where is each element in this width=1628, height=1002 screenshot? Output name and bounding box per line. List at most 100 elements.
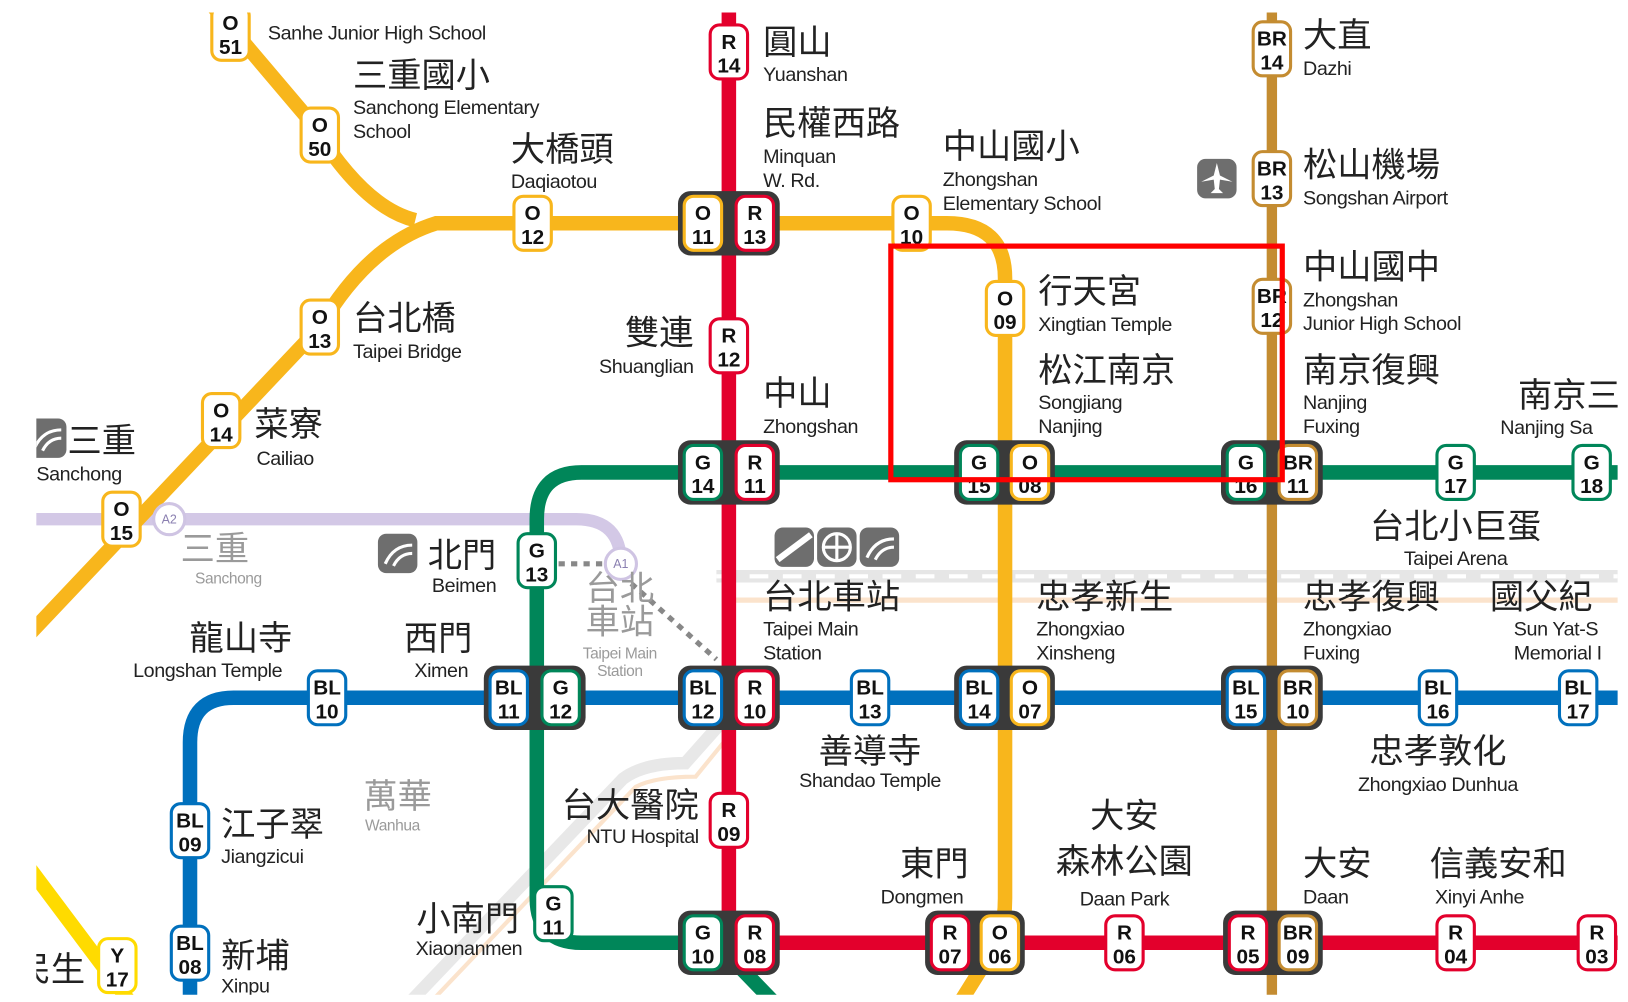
station-code-badge[interactable]: R10 <box>734 669 776 727</box>
station-code-badge[interactable]: G17 <box>1435 443 1476 501</box>
station-code-badge[interactable]: R06 <box>1104 914 1145 972</box>
station-code-badge[interactable]: O50 <box>299 106 341 164</box>
station-code-badge[interactable]: R04 <box>1435 914 1476 972</box>
station-code-badge[interactable]: O11 <box>682 194 724 252</box>
line-code: G <box>1448 451 1464 474</box>
station[interactable]: R03 <box>1576 914 1618 972</box>
station-code-badge[interactable]: G18 <box>1571 443 1612 501</box>
station-name-en: Sanchong Elementary <box>353 97 540 119</box>
station-code-badge[interactable]: O08 <box>1009 443 1051 501</box>
station-code-badge[interactable]: O06 <box>979 914 1021 972</box>
station-code-badge[interactable]: R05 <box>1227 914 1269 972</box>
station-code-badge[interactable]: G16 <box>1225 443 1267 501</box>
station-code-badge[interactable]: G13 <box>516 532 558 590</box>
station-code-badge[interactable]: O12 <box>512 194 553 252</box>
station-name-zh: 南京三 <box>1518 376 1621 416</box>
airport-line-stop[interactable]: A1 <box>603 546 639 581</box>
station-code-badge[interactable]: O51 <box>210 6 251 62</box>
station-name-zh: 大橋頭 <box>511 130 614 170</box>
station-code-badge[interactable]: R14 <box>708 23 750 81</box>
station-code-badge[interactable]: G11 <box>533 885 574 943</box>
station-code-badge[interactable]: G15 <box>958 443 1000 501</box>
station-code-badge[interactable]: R11 <box>734 443 776 501</box>
station-code-badge[interactable]: R08 <box>734 914 776 972</box>
station-code-badge[interactable]: R09 <box>708 791 750 849</box>
station-code-badge[interactable]: G12 <box>540 669 581 727</box>
line-code: O <box>1022 677 1038 700</box>
station-code-badge[interactable]: R12 <box>708 317 750 375</box>
station-code-badge[interactable]: R03 <box>1576 914 1618 972</box>
station-code-badge[interactable]: Y17 <box>97 937 138 995</box>
station-code-badge[interactable]: O13 <box>299 298 341 356</box>
station-code-badge[interactable]: R13 <box>734 194 776 252</box>
station-name-zh: 森林公園 <box>1056 842 1193 882</box>
station-code-badge[interactable]: O09 <box>984 279 1026 337</box>
station-code-badge[interactable]: G14 <box>682 443 724 501</box>
station-code-badge[interactable]: R07 <box>929 914 971 972</box>
station-code-badge[interactable]: O10 <box>891 194 932 252</box>
airport-line-stop[interactable]: A2 <box>152 502 187 537</box>
station-code-badge[interactable]: O14 <box>200 391 242 450</box>
station-code-badge[interactable]: G10 <box>682 914 724 972</box>
station-code-badge[interactable]: O15 <box>101 490 142 548</box>
station-code-badge[interactable]: O07 <box>1009 669 1051 727</box>
